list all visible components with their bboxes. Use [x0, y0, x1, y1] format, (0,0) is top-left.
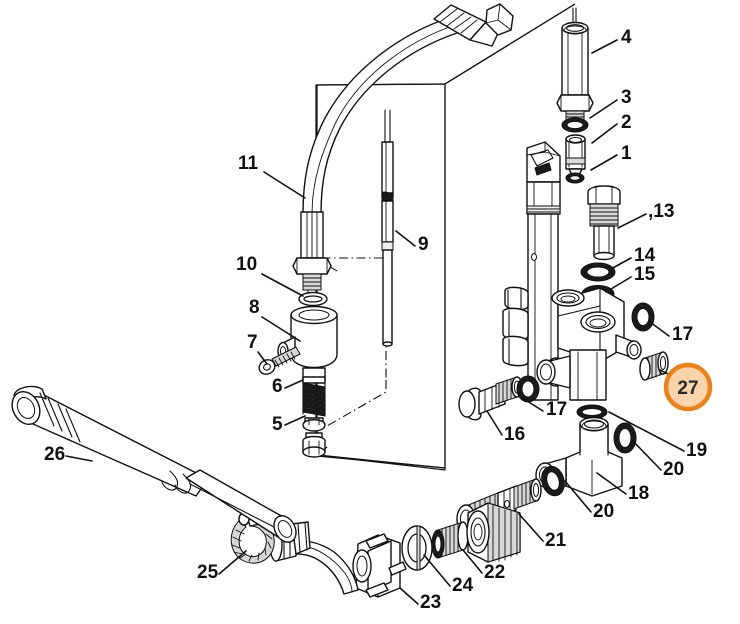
main-valve-body — [502, 141, 642, 401]
hose-crimp-fitting — [433, 3, 514, 47]
callout-label-6: 6 — [272, 376, 283, 397]
panel-lower-pointer — [308, 436, 446, 469]
leader-line-21 — [518, 513, 544, 542]
leader-line-10 — [261, 273, 304, 297]
part-16-hex-plug — [458, 376, 523, 421]
part-10-o-ring — [298, 291, 328, 307]
callout-label-1: 1 — [621, 143, 632, 164]
part-20-o-ring-left — [541, 465, 565, 497]
leader-line-19 — [608, 411, 685, 452]
part-5-plunger — [302, 417, 326, 458]
leader-line-17a — [649, 321, 670, 337]
leader-line-4 — [591, 39, 618, 54]
part-17-o-ring-lower — [516, 375, 540, 403]
part-2-valve-insert — [565, 134, 586, 176]
outlet-coupling — [466, 502, 521, 563]
leader-line-26 — [65, 455, 93, 462]
part-3-o-ring — [561, 117, 589, 133]
callout-labels-group: 1234567891011,13141517161719201820212223… — [44, 27, 707, 613]
callout-label-20: 20 — [593, 501, 614, 522]
leader-lines-group — [65, 39, 685, 605]
callout-label-9: 9 — [418, 234, 429, 255]
part-13-hex-plug — [587, 185, 621, 261]
part-22-screen-filter — [431, 521, 469, 559]
leader-line-11 — [263, 171, 306, 199]
callout-label-20: 20 — [663, 459, 684, 480]
leader-line-15 — [605, 276, 632, 293]
leader-line-8 — [261, 316, 301, 342]
callout-label-18: 18 — [628, 483, 649, 504]
leader-line-13 — [617, 213, 647, 229]
part-4-cylinder — [556, 7, 594, 123]
part-11-hose — [292, 3, 514, 298]
part-1-o-ring — [565, 172, 585, 184]
leader-line-6 — [284, 379, 304, 389]
callout-label-13: ,13 — [648, 201, 674, 222]
callout-label-26: 26 — [44, 444, 65, 465]
callout-label-8: 8 — [249, 297, 260, 318]
leader-line-1 — [590, 154, 618, 171]
highlight-badge-27[interactable]: 27 — [663, 362, 713, 412]
leader-line-20a — [631, 439, 662, 471]
part-14-o-ring — [580, 262, 616, 282]
highlight-badge-label: 27 — [677, 378, 698, 399]
leader-line-22 — [462, 549, 483, 574]
callout-label-2: 2 — [621, 112, 632, 133]
leader-line-14 — [608, 257, 632, 271]
leader-line-23 — [399, 587, 419, 605]
callout-label-25: 25 — [197, 562, 219, 583]
callout-label-14: 14 — [634, 245, 656, 266]
callout-label-3: 3 — [621, 87, 632, 108]
leader-line-5 — [284, 415, 306, 426]
callout-label-10: 10 — [236, 254, 257, 275]
leader-line-24 — [423, 554, 451, 587]
hose-lower-sleeve — [292, 211, 332, 298]
leader-line-7 — [257, 351, 268, 365]
part-18-elbow-manifold — [535, 416, 623, 497]
part-9-dipstick-rod — [381, 109, 394, 347]
leader-line-18 — [596, 472, 627, 495]
spring-coils — [302, 382, 326, 417]
callout-label-17: 17 — [672, 324, 693, 345]
callout-label-19: 19 — [686, 440, 707, 461]
callout-label-22: 22 — [484, 562, 505, 583]
leader-line-20b — [564, 480, 592, 513]
callout-label-17: 17 — [546, 399, 567, 420]
leader-line-9 — [395, 230, 416, 247]
callout-label-5: 5 — [272, 414, 283, 435]
callout-label-11: 11 — [238, 153, 259, 174]
callout-label-16: 16 — [504, 424, 525, 445]
leader-line-25 — [218, 550, 247, 575]
callout-label-21: 21 — [545, 530, 567, 551]
part-24-sealing-washer — [401, 525, 433, 571]
part-19-o-ring — [576, 404, 608, 420]
leader-line-17b — [518, 395, 544, 412]
callout-label-7: 7 — [247, 332, 258, 353]
part-20-o-ring-right — [613, 422, 637, 454]
callout-label-24: 24 — [452, 575, 474, 596]
part-8-collar-fitting — [277, 305, 338, 381]
part-6-spring — [302, 376, 326, 417]
part-27-threaded-bushing — [639, 351, 669, 381]
part-26-suction-hose — [11, 385, 297, 543]
part-17-o-ring-upper — [631, 302, 655, 332]
callout-label-15: 15 — [634, 264, 656, 285]
part-7-screw — [258, 346, 301, 375]
callout-label-23: 23 — [420, 592, 441, 613]
part-23-hose-elbow-flange — [269, 521, 407, 598]
callout-label-4: 4 — [621, 27, 632, 48]
leader-line-2 — [591, 123, 618, 144]
leader-line-3 — [589, 99, 618, 119]
leader-line-16 — [486, 410, 503, 436]
